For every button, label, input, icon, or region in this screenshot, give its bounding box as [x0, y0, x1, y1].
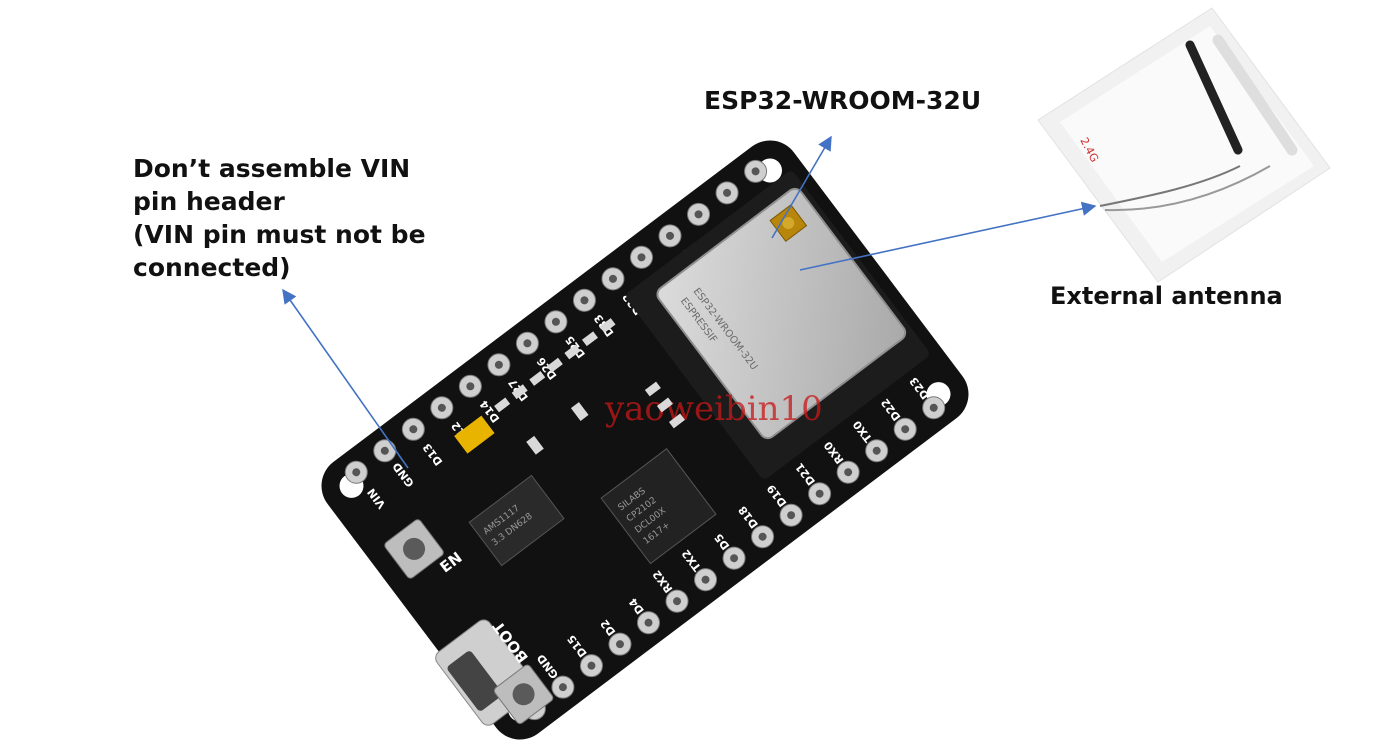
antenna-arrow	[799, 201, 1097, 271]
esp32-module: ESPRESSIF ESP32-WROOM-32U	[626, 171, 929, 479]
vin-note-line: pin header	[133, 187, 285, 216]
header-pin-hole	[694, 210, 703, 219]
tantalum-capacitor	[454, 415, 495, 454]
vin-note-line: connected)	[133, 253, 291, 282]
header-pin-hole	[644, 618, 653, 627]
antenna-cable	[1099, 165, 1241, 207]
header-pin-hole	[380, 446, 389, 455]
header-pin-hole	[872, 446, 881, 455]
watermark: yaoweibin10	[604, 389, 823, 429]
header-pin-hole	[844, 468, 853, 477]
vin-note-line: Don’t assemble VIN	[133, 154, 411, 183]
header-pin-hole	[673, 597, 682, 606]
en-button[interactable]	[383, 518, 445, 580]
header-pin-hole	[352, 468, 361, 477]
header-pin-hole	[787, 511, 796, 520]
usb-uart-chip: SILABS CP2102 DCL00X 1617+	[600, 448, 717, 565]
header-pin-hole	[666, 231, 675, 240]
antenna-rod-white	[1212, 34, 1298, 156]
antenna-rod-dark	[1185, 40, 1243, 155]
header-pin-hole	[758, 532, 767, 541]
header-pin-hole	[751, 167, 760, 176]
header-pin-hole	[494, 360, 503, 369]
header-pin-hole	[815, 489, 824, 498]
smd-components	[494, 318, 685, 455]
header-pin-hole	[580, 296, 589, 305]
header-pin-hole	[929, 403, 938, 412]
header-pin-hole	[637, 253, 646, 262]
antenna-callout: External antenna	[1050, 282, 1283, 310]
antenna-photo: 2.4G	[1037, 7, 1331, 283]
boot-button[interactable]	[493, 663, 555, 725]
module-arrow	[771, 135, 832, 239]
vin-arrow	[282, 288, 409, 469]
header-pin-hole	[437, 403, 446, 412]
vin-note-line: (VIN pin must not be	[133, 220, 426, 249]
voltage-regulator: AMS1117 3.3 DN628	[468, 474, 565, 567]
header-pin-hole	[901, 425, 910, 434]
header-pin-hole	[551, 317, 560, 326]
header-pin-hole	[730, 554, 739, 563]
devkit-board: VINGNDD13D12D14D27D26D25D33D32D35D34VNVP…	[321, 140, 969, 740]
header-pin-hole	[409, 425, 418, 434]
header-pin-hole	[587, 661, 596, 670]
header-pin-hole	[615, 640, 624, 649]
vin-warning-callout: Don’t assemble VIN pin header (VIN pin m…	[133, 152, 433, 284]
header-pin-hole	[558, 683, 567, 692]
module-shield	[656, 187, 907, 440]
header-pin-hole	[608, 274, 617, 283]
module-callout: ESP32-WROOM-32U	[704, 86, 982, 115]
header-pin-hole	[723, 188, 732, 197]
header-pin-hole	[701, 575, 710, 584]
header-pin-hole	[523, 339, 532, 348]
header-pin-hole	[466, 382, 475, 391]
